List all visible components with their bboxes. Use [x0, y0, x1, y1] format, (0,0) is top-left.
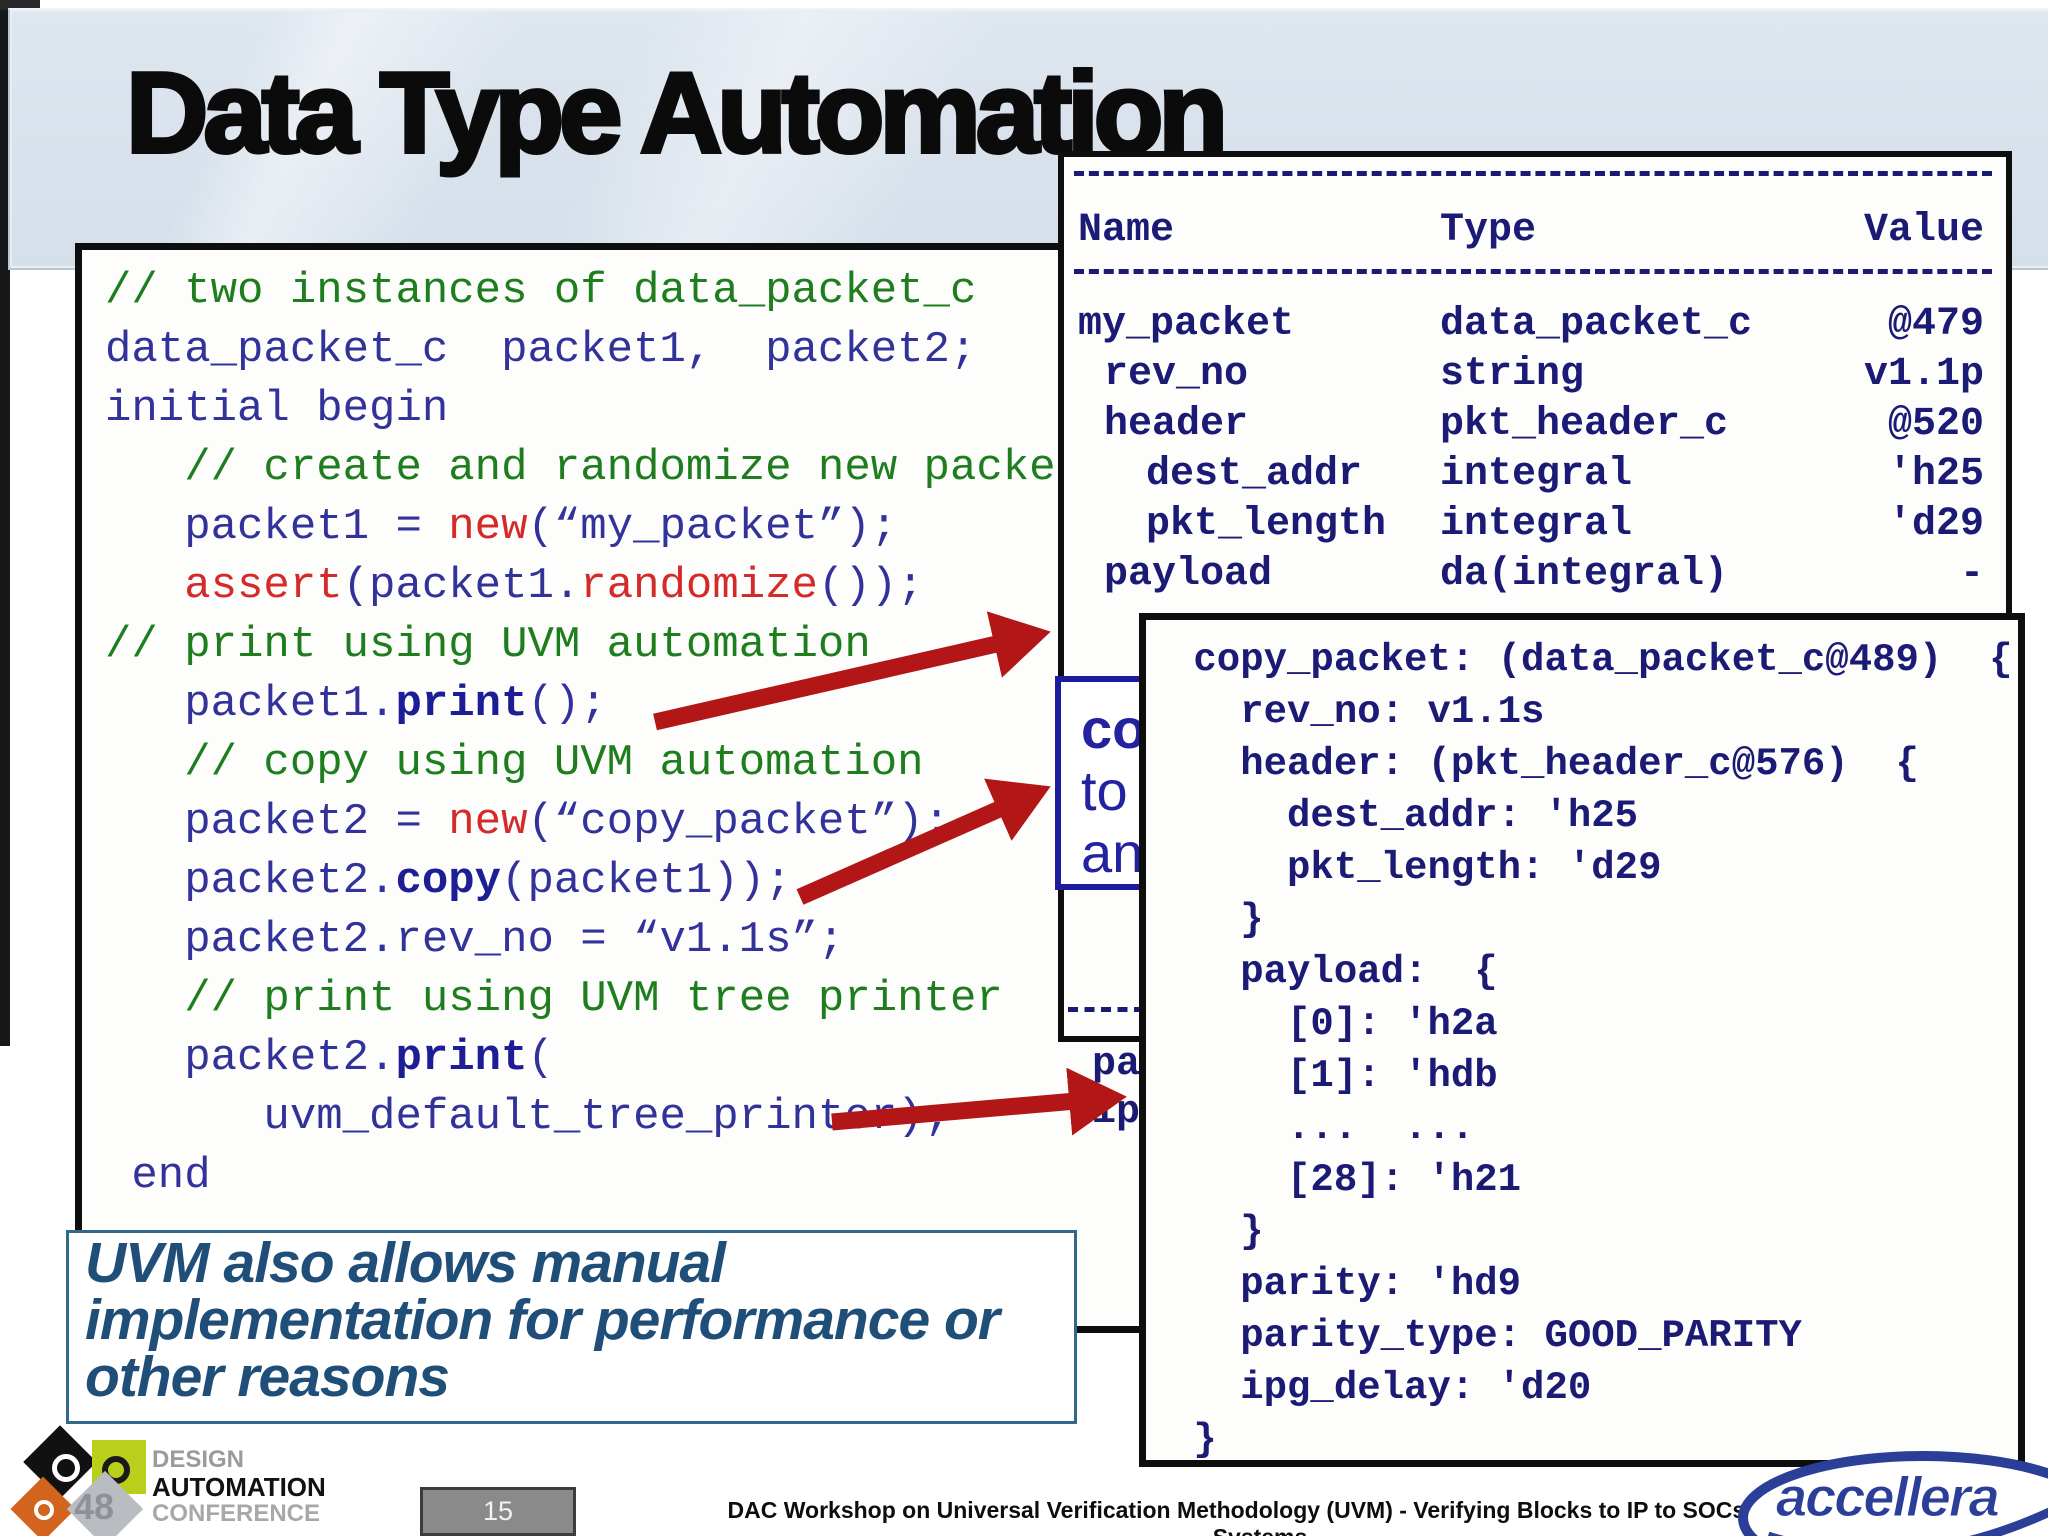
accellera-logo-text: accellera	[1776, 1465, 1999, 1528]
dac-logo-text: DESIGN	[152, 1446, 245, 1473]
dac-logo-text: AUTOMATION	[152, 1472, 326, 1502]
code-line: // print using UVM automation	[105, 620, 871, 670]
table-divider	[1074, 171, 1992, 176]
code-line: packet2.copy(packet1));	[105, 856, 792, 906]
table-header-row: Name Type Value	[1064, 203, 2006, 253]
tree-output-line: parity_type: GOOD_PARITY	[1170, 1314, 1802, 1358]
clipped-row-fragment: ip	[1092, 1090, 1141, 1135]
callout-text-fragment: an	[1081, 821, 1144, 884]
code-line: assert(packet1.randomize());	[184, 561, 924, 611]
code-line: // two instances of data_packet_c	[105, 266, 977, 316]
accellera-logo: accellera	[1738, 1451, 2048, 1536]
tree-output-line: [1]: 'hdb	[1170, 1054, 1498, 1098]
tree-output-line: payload: {	[1170, 950, 1498, 994]
code-line: // create and randomize new packet	[105, 443, 1082, 493]
code-line: data_packet_c packet1, packet2;	[105, 325, 977, 375]
clipped-row-fragment: pa	[1092, 1042, 1141, 1087]
code-listing: // two instances of data_packet_c data_pa…	[105, 262, 1082, 1206]
tree-output-line: copy_packet: (data_packet_c@489) {	[1170, 638, 2013, 682]
tree-printer-listing: copy_packet: (data_packet_c@489) { rev_n…	[1170, 634, 2013, 1466]
code-line: // print using UVM tree printer	[105, 974, 1003, 1024]
note-box: UVM also allows manual implementation fo…	[66, 1230, 1077, 1424]
code-line: packet2.rev_no = “v1.1s”;	[105, 915, 845, 965]
tree-output-line: ipg_delay: 'd20	[1170, 1366, 1592, 1410]
dac-logo-ring-icon	[34, 1500, 54, 1520]
tree-output-line: }	[1170, 898, 1264, 942]
code-line: initial begin	[105, 384, 449, 434]
tree-output-line: }	[1170, 1210, 1264, 1254]
slide-top-edge	[0, 0, 40, 10]
tree-printer-output: copy_packet: (data_packet_c@489) { rev_n…	[1139, 613, 2025, 1467]
code-line: // copy using UVM automation	[105, 738, 924, 788]
note-text: UVM also allows manual implementation fo…	[85, 1231, 1000, 1409]
tree-output-line: [28]: 'h21	[1170, 1158, 1522, 1202]
tree-output-line: dest_addr: 'h25	[1170, 794, 1639, 838]
tree-output-line: ... ...	[1170, 1106, 1475, 1150]
code-line: uvm_default_tree_printer);	[105, 1092, 950, 1142]
dac-logo-text: CONFERENCE	[152, 1500, 321, 1527]
dac-logo-ring-icon	[52, 1454, 80, 1482]
table-divider	[1074, 269, 1992, 274]
workshop-title: DAC Workshop on Universal Verification M…	[727, 1497, 1793, 1536]
footer: 48 DESIGN AUTOMATION CONFERENCE 15 DAC W…	[0, 1425, 2048, 1536]
code-line: end	[105, 1151, 211, 1201]
page-number: 15	[482, 1496, 514, 1526]
tree-output-line: header: (pkt_header_c@576) {	[1170, 742, 1919, 786]
tree-output-line: }	[1170, 1418, 1217, 1462]
col-header-name: Name	[1078, 208, 1175, 253]
table-divider-clipped	[1068, 1007, 1144, 1012]
slide-left-edge	[0, 0, 10, 1046]
page-number-box: 15	[420, 1487, 576, 1536]
tree-output-line: [0]: 'h2a	[1170, 1002, 1498, 1046]
col-header-type: Type	[1440, 208, 1537, 253]
page-title: Data Type Automation	[124, 48, 1230, 179]
code-line: packet1 = new(“my_packet”);	[105, 502, 898, 552]
code-line: packet2 = new(“copy_packet”);	[105, 797, 950, 847]
tree-output-line: parity: 'hd9	[1170, 1262, 1522, 1306]
tree-output-line: pkt_length: 'd29	[1170, 846, 1662, 890]
code-line: packet2.print(	[105, 1033, 554, 1083]
code-panel: // two instances of data_packet_c data_pa…	[75, 243, 1150, 1333]
code-line: packet1.print();	[105, 679, 607, 729]
tree-output-line: rev_no: v1.1s	[1170, 690, 1545, 734]
col-header-value: Value	[1863, 208, 1984, 253]
callout-text-fragment: co	[1081, 697, 1147, 760]
callout-text-fragment: to	[1081, 759, 1128, 822]
dac-logo-number: 48	[74, 1486, 115, 1527]
